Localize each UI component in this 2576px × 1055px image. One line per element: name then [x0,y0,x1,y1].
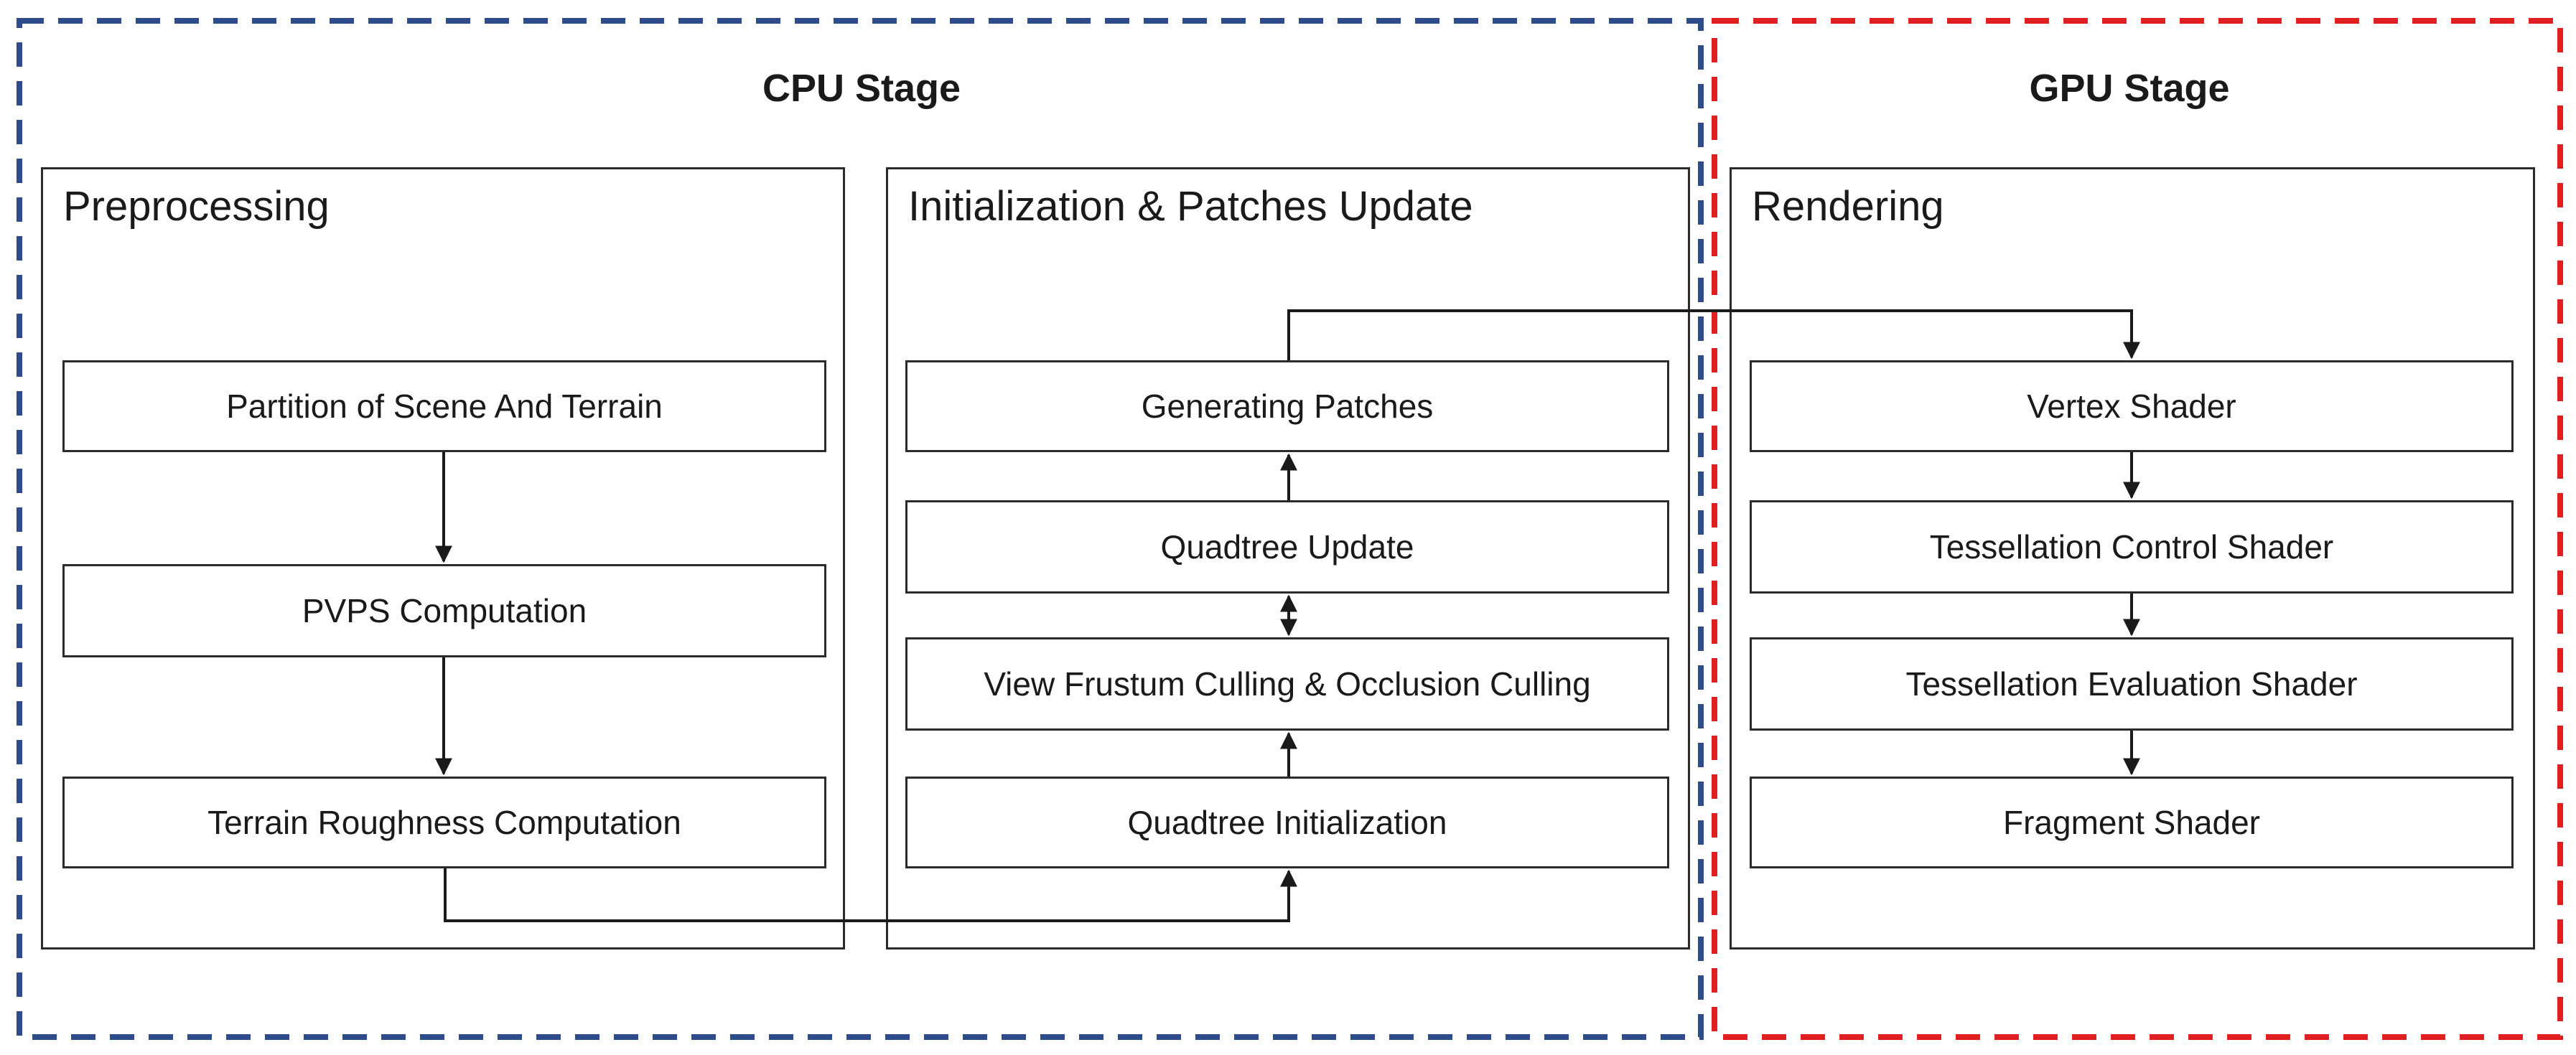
init-update-title: Initialization & Patches Update [908,183,1473,230]
cpu-stage-border [17,18,1704,1040]
rendering-panel: Rendering [1730,167,2535,950]
node-partition-scene-terrain: Partition of Scene And Terrain [62,360,826,452]
node-quadtree-update: Quadtree Update [905,500,1669,594]
preprocessing-panel: Preprocessing [41,167,845,950]
node-tessellation-evaluation: Tessellation Evaluation Shader [1750,637,2514,731]
node-pvps-computation: PVPS Computation [62,564,826,657]
preprocessing-title: Preprocessing [63,183,330,230]
node-view-frustum-occlusion: View Frustum Culling & Occlusion Culling [905,637,1669,731]
init-update-panel: Initialization & Patches Update [886,167,1690,950]
node-quadtree-initialization: Quadtree Initialization [905,777,1669,868]
rendering-title: Rendering [1752,183,1944,230]
edge-roughness-to-quadtree-init [444,868,1297,922]
gpu-stage-title: GPU Stage [2029,67,2230,110]
node-generating-patches: Generating Patches [905,360,1669,452]
edge-patches-to-vertex-shader [1287,309,2140,360]
node-tessellation-control: Tessellation Control Shader [1750,500,2514,594]
node-fragment-shader: Fragment Shader [1750,777,2514,868]
node-vertex-shader: Vertex Shader [1750,360,2514,452]
cpu-stage-title: CPU Stage [762,67,961,110]
node-terrain-roughness: Terrain Roughness Computation [62,777,826,868]
